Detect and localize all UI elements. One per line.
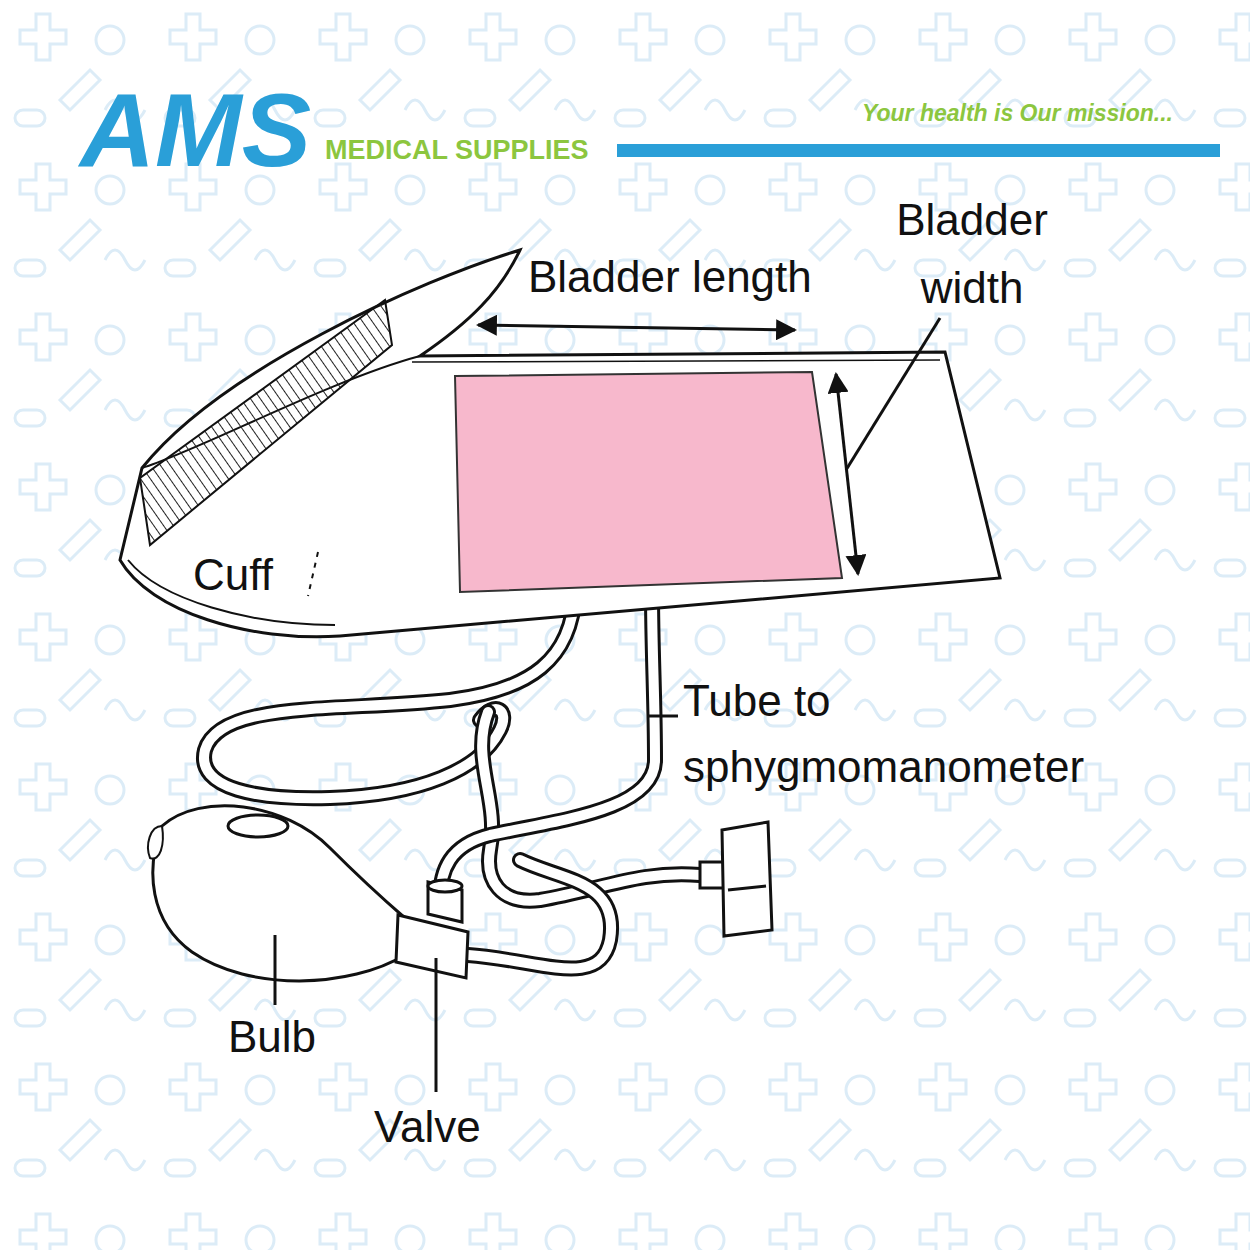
leader-lines	[275, 716, 678, 1092]
gauge-connector	[700, 822, 772, 936]
tagline: Your health is Our mission...	[862, 98, 1173, 128]
part-label: Tube to sphygmomanometer	[683, 668, 1153, 800]
dimension-label: Bladder length	[528, 250, 812, 304]
brand-logo: AMS	[80, 70, 311, 190]
width-arrow	[836, 374, 858, 574]
bladder	[455, 372, 842, 592]
part-label: Cuff	[193, 548, 273, 602]
part-label: Bulb	[228, 1010, 316, 1064]
part-label: Valve	[374, 1100, 481, 1154]
brand-name: MEDICAL SUPPLIES	[325, 134, 589, 166]
dimension-label: Bladder width	[872, 186, 1072, 322]
cuff	[120, 250, 1000, 637]
leader-line	[846, 318, 940, 470]
length-arrow	[478, 325, 795, 330]
valve	[396, 880, 468, 978]
bulb	[148, 806, 405, 981]
header-rule	[617, 144, 1220, 157]
